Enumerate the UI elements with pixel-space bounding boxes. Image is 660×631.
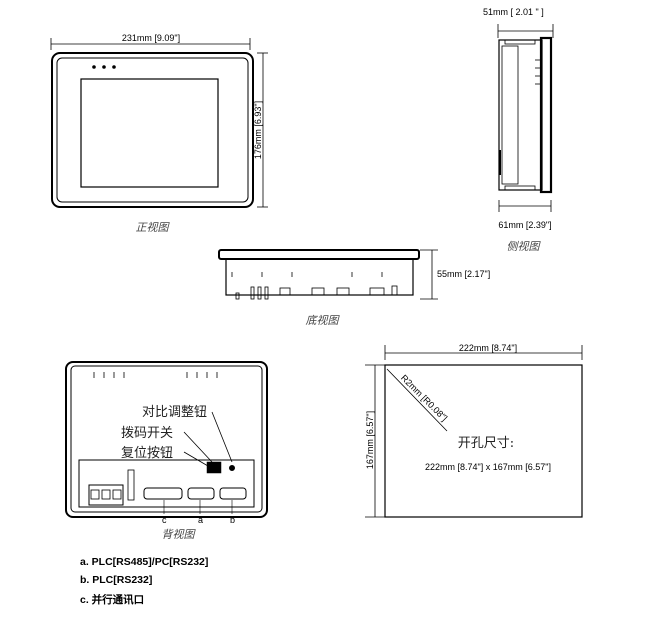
front-caption: 正视图 — [136, 221, 171, 234]
back-port-letter-b: b — [230, 515, 235, 525]
cutout-view — [365, 345, 583, 518]
legend-item-c: c. 并行通讯口 — [80, 594, 145, 606]
legend-item-b: b. PLC[RS232] — [80, 574, 153, 586]
bottom-height-label: 55mm [2.17"] — [437, 269, 490, 279]
cutout-radius-label: R2mm [R0.08"] — [399, 373, 449, 423]
back-caption: 背视图 — [162, 528, 197, 541]
back-view — [65, 361, 268, 518]
legend-item-a: a. PLC[RS485]/PC[RS232] — [80, 556, 209, 568]
back-port-letter-c: c — [162, 515, 167, 525]
back-label-dip-switch: 拨码开关 — [121, 426, 173, 441]
side-depth-label: 61mm [2.39"] — [498, 220, 551, 230]
bottom-caption: 底视图 — [306, 314, 341, 327]
back-label-contrast: 对比调整钮 — [142, 405, 207, 420]
bottom-view — [218, 249, 438, 300]
back-label-reset: 复位按钮 — [121, 446, 173, 461]
cutout-height-label: 167mm [6.57"] — [365, 411, 375, 469]
cutout-title: 开孔尺寸: — [458, 436, 514, 451]
side-caption: 侧视图 — [507, 240, 542, 253]
side-top-dim-label: 51mm [ 2.01 " ] — [483, 7, 544, 17]
side-view — [497, 24, 554, 212]
front-view — [50, 38, 268, 208]
cutout-size: 222mm [8.74"] x 167mm [6.57"] — [425, 462, 551, 472]
back-port-letter-a: a — [198, 515, 203, 525]
cutout-width-label: 222mm [8.74"] — [459, 343, 517, 353]
front-height-label: 176mm [6.93"] — [253, 101, 263, 159]
front-width-label: 231mm [9.09"] — [122, 33, 180, 43]
